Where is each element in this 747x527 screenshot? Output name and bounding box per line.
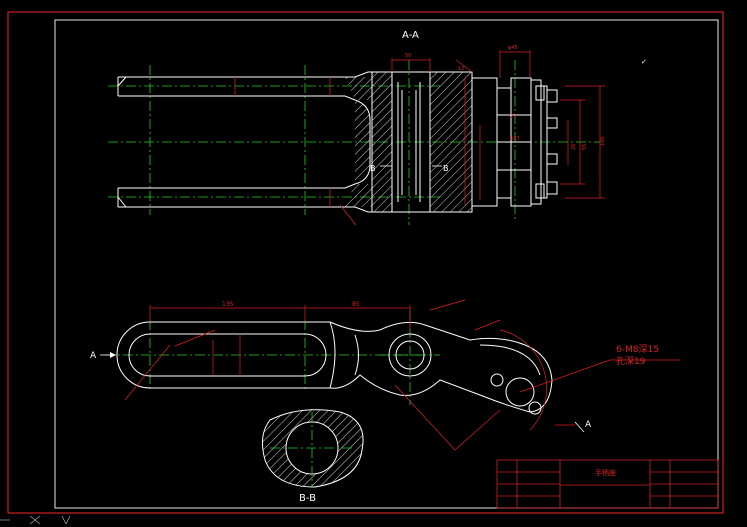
svg-text:φ37: φ37 [510, 136, 520, 142]
title-block-part-name: 手柄座 [595, 468, 616, 477]
section-bb-label: B-B [299, 493, 316, 504]
top-view-dim-text: 100 26 55 50 φ45 φ37 27 12 [405, 45, 606, 150]
cut-b-right-label: B [443, 164, 449, 173]
svg-text:27: 27 [510, 114, 516, 120]
section-view-bb [261, 409, 364, 488]
section-aa-label: A-A [402, 30, 419, 41]
thread-spec-callout: 6-M8深15 [616, 344, 659, 355]
inner-frame [54, 19, 719, 509]
title-block [496, 459, 719, 509]
svg-text:55: 55 [582, 144, 588, 150]
outer-frame [7, 11, 724, 514]
view-arrow-a-left-label: A [90, 351, 97, 361]
svg-text:100: 100 [600, 136, 606, 146]
hole-depth-callout: 孔深19 [616, 356, 646, 367]
front-view-dimensions [124, 299, 680, 451]
top-view-dimensions [234, 50, 605, 226]
cut-b-left-label: B [370, 164, 376, 173]
roughness-note: ✓ [641, 58, 647, 66]
svg-text:26: 26 [571, 144, 577, 150]
front-view [105, 310, 553, 415]
dim-length-135: 135 [222, 301, 234, 308]
dim-length-85: 85 [352, 301, 360, 308]
svg-text:50: 50 [405, 53, 411, 59]
ucs-icon [0, 515, 71, 525]
view-arrow-a-right-label: A [585, 420, 592, 430]
svg-text:12: 12 [458, 66, 464, 72]
svg-text:φ45: φ45 [508, 45, 518, 51]
